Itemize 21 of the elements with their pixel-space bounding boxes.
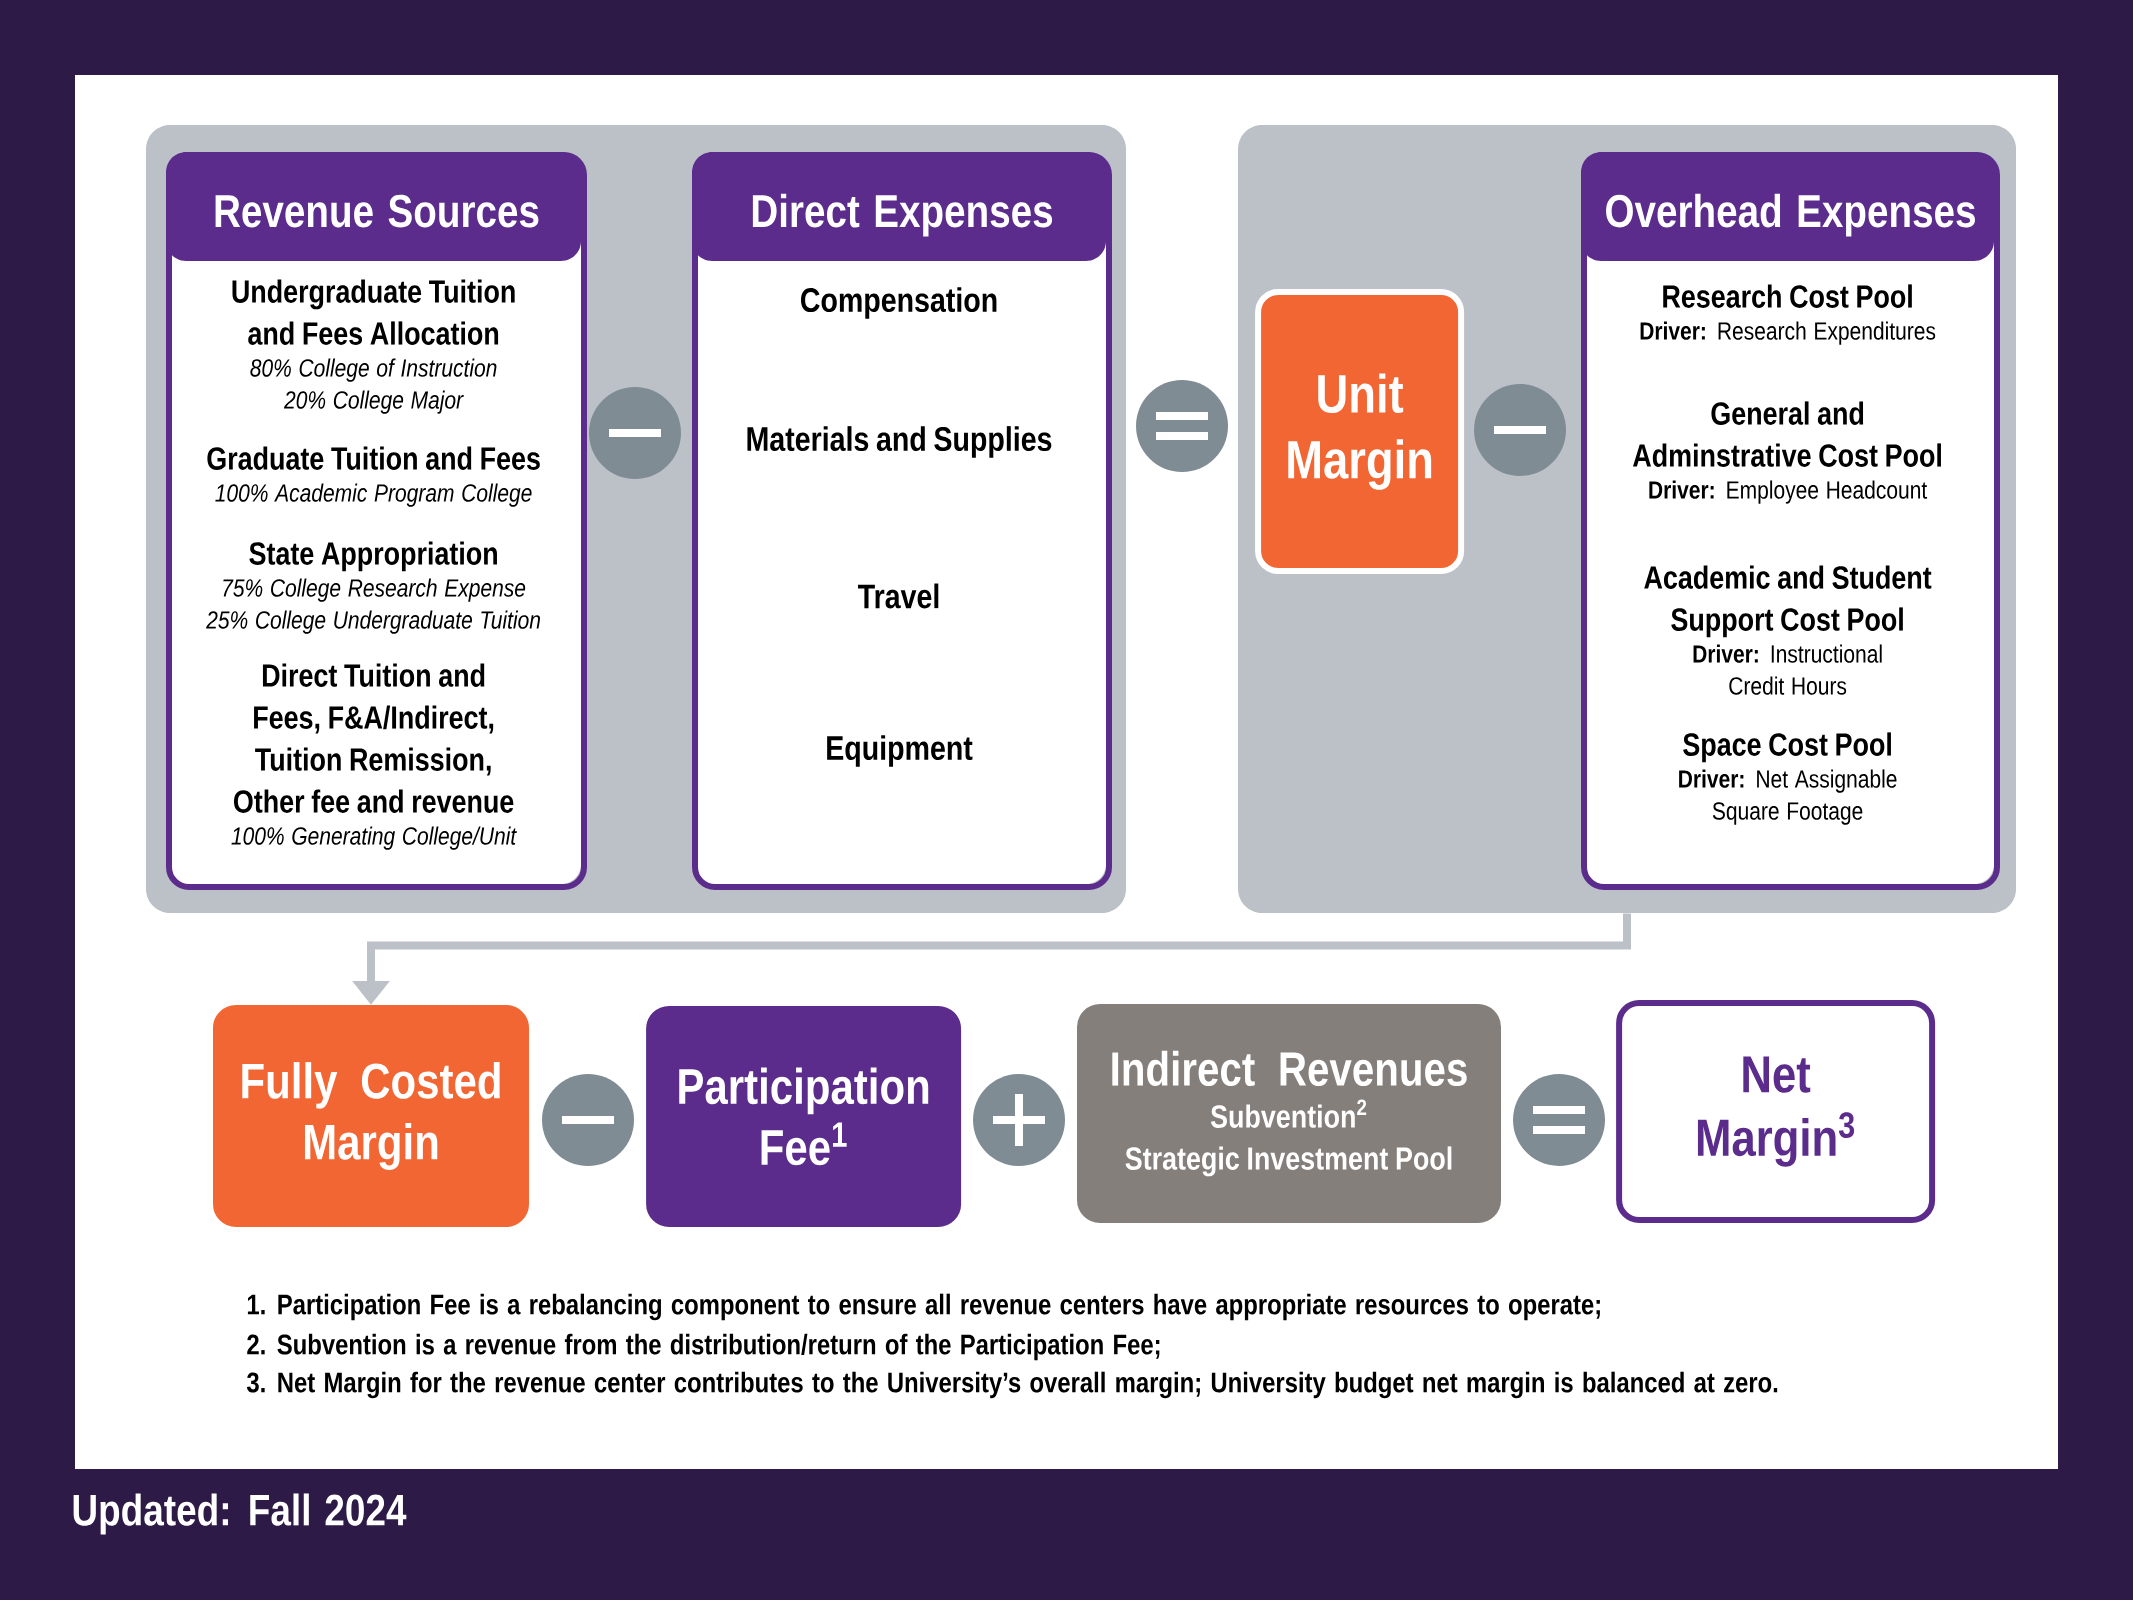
result-box: Indirect Revenues Subvention$^{2}$ Strategic Investment Pool (1077, 1004, 1501, 1224)
footnote: 2. Subvention is a revenue from the distribution/return of the Participation Fee; (247, 1333, 1160, 1361)
result-box: Fully Costed Margin (213, 1005, 529, 1227)
item-text: Direct Tuition and Fees, F&A/Indirect, Tuition Remission, Other fee and revenue 100% Generating College/Unit (231, 663, 517, 850)
result-box: Unit Margin (1255, 289, 1465, 575)
item-text: Travel (858, 583, 939, 609)
item-text: State Appropriation 75% College Research Expense 25% College Undergraduate Tuition (206, 541, 540, 634)
result-box: Participation Fee$^{1}$ (646, 1005, 962, 1227)
item-text: Research Cost Pool Driver: Research Expenditures (1640, 284, 1936, 345)
footnote: 1. Participation Fee is a rebalancing component to ensure all revenue centers have appropriate resources to operate; (247, 1293, 1600, 1321)
footnote: 3. Net Margin for the revenue center contributes to the University’s overall margin; University budget net margin is balanced at zero. (246, 1371, 1778, 1399)
result-box: Net Margin$^{3}$ (1616, 1000, 1936, 1224)
item-text: Space Cost Pool Driver: Net Assignable Square Footage (1679, 732, 1897, 825)
update-note: Updated: Fall 2024 (73, 1493, 407, 1535)
item-text: Materials and Supplies (747, 426, 1052, 458)
item-text: General and Adminstrative Cost Pool Driver: Employee Headcount (1633, 401, 1941, 504)
item-text: Equipment (827, 735, 973, 767)
item-text: Undergraduate Tuition and Fees Allocation 80% College of Instruction 20% College Major (232, 279, 515, 414)
item-text: Academic and Student Support Cost Pool Driver: Instructional Credit Hours (1644, 565, 1932, 695)
item-text: Graduate Tuition and Fees 100% Academic Program College (207, 446, 540, 507)
item-text: Compensation (801, 287, 997, 319)
